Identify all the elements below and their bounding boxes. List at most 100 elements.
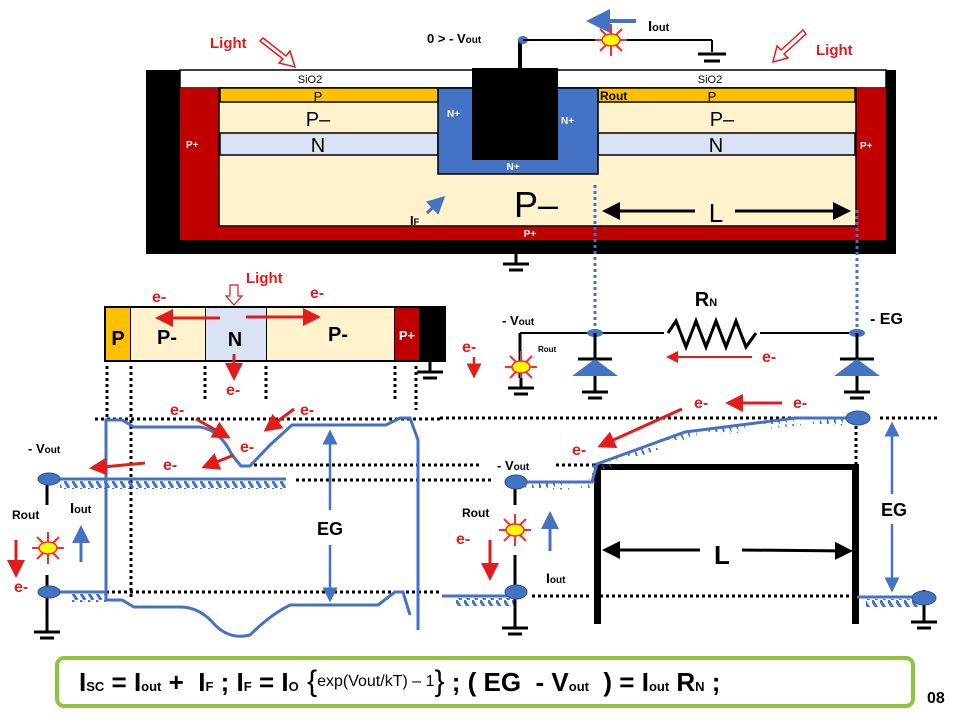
output-voltage-label: 0 > - Vout	[427, 31, 482, 46]
formula-rn: RN	[669, 666, 705, 697]
formula-iout-2: Iout	[641, 666, 670, 697]
light-arrow-left	[258, 37, 297, 69]
p-minus-label-left: P–	[306, 109, 331, 131]
n-layer-right	[597, 132, 856, 156]
circuit-ground-1	[506, 376, 536, 396]
band-right-terminal-top	[504, 474, 528, 490]
circuit-electron-left: e-	[462, 339, 476, 356]
oxide-label-right: SiO2	[698, 74, 722, 86]
p-label-left: P	[314, 89, 323, 104]
strip-label-p-minus-right: P-	[328, 324, 348, 346]
resistor-label: RN	[695, 289, 717, 311]
light-arrow-right	[771, 28, 808, 64]
formula-isc: ISC	[79, 666, 105, 697]
formula-end: ;	[704, 666, 721, 697]
well-box	[594, 464, 858, 470]
formula-brace-close: }	[434, 665, 445, 698]
forward-current-arrow	[425, 195, 446, 215]
band-right-ground-1	[500, 616, 530, 636]
strip-p-plus	[395, 308, 419, 360]
band-right-vout-label: - Vout	[497, 458, 530, 473]
forward-current-label: IF	[410, 213, 420, 228]
equivalent-circuit: RN - EG - Vout Rout e- e-	[462, 289, 903, 400]
formula-box: ISC = Iout + IF ; IF = IO { exp(Vout/kT)…	[55, 656, 915, 708]
diode-left	[572, 333, 618, 400]
formula-brace-open: {	[298, 665, 318, 698]
formula-equals-2: =	[251, 666, 282, 697]
n-plus-label-right: N+	[561, 116, 574, 127]
band-left-electron-1: e-	[170, 402, 184, 419]
p-layer-left	[219, 87, 439, 103]
strip-label-p-minus-left: P-	[157, 327, 177, 349]
band-diagram-right: - Vout Rout e- Iout L EG e- e- e-	[440, 394, 939, 636]
band-right-electron-0: e-	[456, 531, 470, 548]
strip-label-p-plus: P+	[399, 328, 416, 343]
band-right-eg-label: EG	[881, 500, 907, 520]
layer-strip: P P- N P- P+ Light e- e- e-	[104, 270, 446, 600]
band-left-vout-label: - Vout	[28, 441, 61, 456]
ground-icon	[501, 252, 531, 272]
circuit-vout-label: - Vout	[502, 313, 535, 328]
formula-if-2: IF	[236, 666, 252, 697]
band-left-terminal-bottom	[37, 585, 61, 599]
band-right-length-label: L	[714, 540, 730, 570]
formula-plus: +	[161, 666, 199, 697]
strip-ground-icon	[415, 360, 445, 380]
formula-separator-1: ;	[213, 666, 237, 697]
band-left-electron-3: e-	[240, 439, 254, 456]
eg-circuit-label: - EG	[870, 311, 903, 328]
strip-electron-down: e-	[226, 382, 240, 399]
band-right-rout-label: Rout	[462, 506, 489, 520]
strip-label-n: N	[228, 329, 242, 351]
band-left-eg-label: EG	[317, 519, 343, 539]
band-left-electron-0: e-	[14, 579, 28, 596]
band-left-ground-icon	[32, 620, 62, 640]
page-number: 08	[927, 690, 945, 707]
p-layer-right	[597, 87, 856, 103]
oxide-label-left: SiO2	[298, 74, 322, 86]
n-plus-label-left: N+	[447, 109, 460, 120]
strip-label-p: P	[111, 328, 124, 350]
band-left-terminal-top	[37, 472, 61, 486]
light-label-left: Light	[210, 35, 247, 52]
circuit-rout-label: Rout	[538, 345, 557, 354]
band-right-conduction	[515, 416, 857, 484]
band-right-electron-1: e-	[793, 395, 807, 412]
band-right-terminal-bottom	[504, 584, 528, 600]
n-layer-left	[219, 132, 439, 156]
light-label-right: Light	[816, 42, 853, 59]
p-plus-label-right: P+	[860, 141, 873, 152]
formula-iout-1: Iout	[133, 666, 162, 697]
band-left-rout-label: Rout	[12, 508, 39, 522]
band-left-load-icon	[31, 531, 65, 565]
band-right-terminal-eg	[845, 410, 871, 426]
band-right-iout-label: Iout	[546, 570, 566, 586]
cross-section: SiO2 SiO2 P P Rout P– P– N N N+ N+ N+ P+…	[146, 9, 896, 335]
strip-light-label: Light	[246, 270, 283, 287]
strip-light-arrow	[224, 284, 244, 306]
band-left-iout-label: Iout	[70, 500, 92, 517]
substrate-contact	[146, 240, 896, 254]
formula-equals-1: =	[104, 666, 134, 697]
p-plus-label-bottom: P+	[524, 229, 537, 240]
gate-contact	[472, 68, 558, 160]
strip-p	[106, 308, 130, 360]
band-right-electron-3: e-	[572, 442, 586, 459]
rout-label: Rout	[600, 89, 627, 103]
strip-electron-left: e-	[152, 289, 166, 306]
p-minus-label-right: P–	[710, 109, 735, 131]
formula-io: IO	[281, 666, 299, 697]
circuit-electron-resistor: e-	[762, 349, 776, 366]
p-plus-label-left: P+	[186, 140, 199, 151]
band-left-electron-2: e-	[300, 402, 314, 419]
band-diagram-left: - Vout Rout Iout e- EG e- e- e- e-	[7, 402, 440, 640]
diode-right	[834, 333, 880, 400]
band-right-electron-2: e-	[694, 395, 708, 412]
conduction-band-left	[104, 416, 420, 630]
length-label: L	[709, 198, 723, 228]
band-left-electron-4: e-	[163, 457, 177, 474]
p-label-right: P	[708, 89, 717, 104]
n-plus-label-bottom: N+	[506, 162, 519, 173]
output-current-label: Iout	[648, 18, 670, 35]
